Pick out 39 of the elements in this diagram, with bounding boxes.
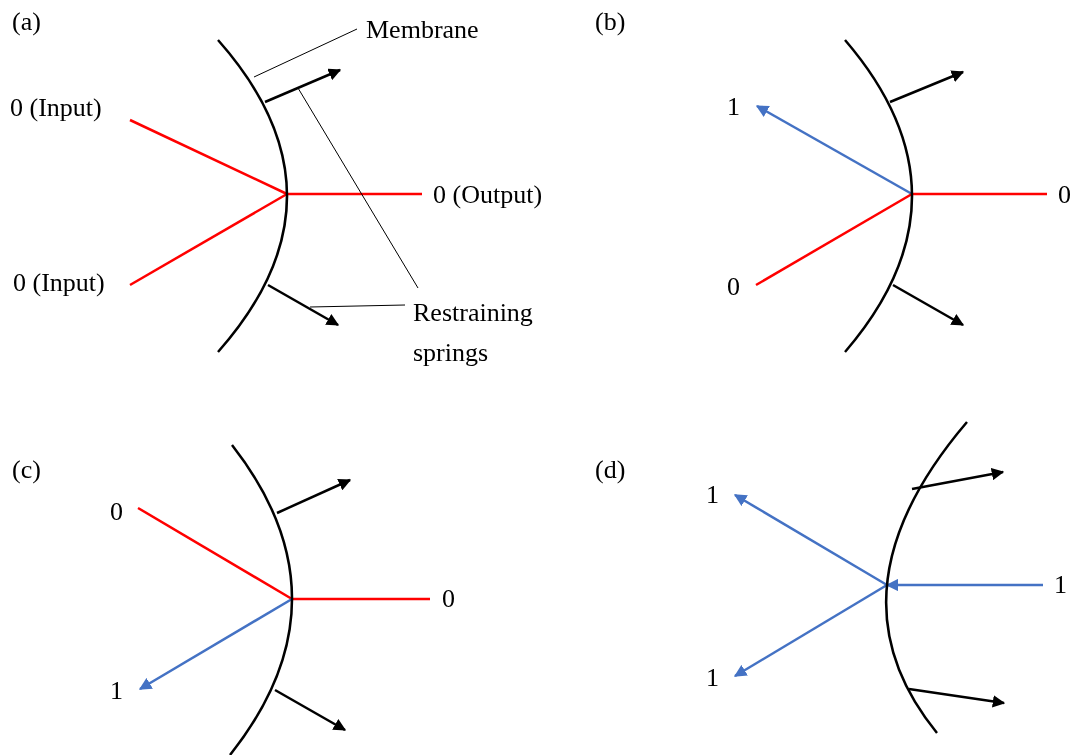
signal-line	[137, 506, 293, 601]
membrane-arc	[885, 421, 968, 734]
panel-label: (d)	[595, 455, 626, 485]
membrane-arc	[217, 39, 289, 353]
spring-arrow	[267, 283, 340, 327]
signal-value: 1	[706, 663, 719, 693]
panel-label: (a)	[12, 7, 41, 37]
signal-line	[287, 192, 422, 196]
signal-line	[292, 597, 430, 601]
signal-line	[912, 192, 1047, 196]
signal-line	[755, 192, 913, 287]
signal-value: 1	[110, 676, 123, 706]
part-label: Restraining springs	[413, 293, 563, 373]
leader-line	[297, 87, 419, 289]
signal-value: 0	[110, 497, 123, 527]
signal-line	[129, 118, 288, 196]
signal-value: 0	[1058, 180, 1071, 210]
signal-value: 0 (Output)	[433, 180, 543, 210]
signal-value: 1	[706, 480, 719, 510]
panel-label: (b)	[595, 7, 626, 37]
signal-value: 0 (Input)	[13, 268, 105, 298]
signal-arrow	[733, 583, 888, 678]
signal-arrow	[733, 493, 888, 587]
spring-arrow	[264, 68, 342, 104]
signal-value: 0 (Input)	[10, 93, 102, 123]
membrane-arc	[229, 444, 294, 755]
panel-label: (c)	[12, 455, 41, 485]
signal-line	[129, 192, 288, 287]
leader-line	[253, 28, 358, 78]
signal-value: 0	[727, 272, 740, 302]
signal-arrow	[138, 597, 293, 691]
signal-value: 0	[442, 584, 455, 614]
signal-arrow	[885, 578, 1043, 592]
signal-value: 1	[727, 92, 740, 122]
leader-line	[309, 304, 406, 308]
signal-arrow	[755, 104, 913, 196]
signal-value: 1	[1054, 570, 1067, 600]
membrane-arc	[844, 39, 914, 353]
part-label: Membrane	[366, 15, 479, 45]
